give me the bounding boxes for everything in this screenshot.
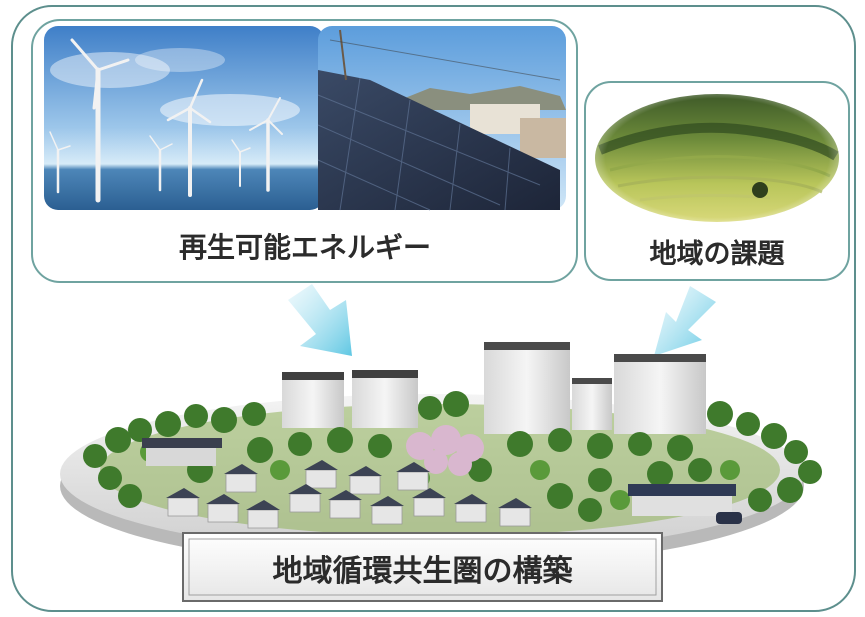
- regional-circular-ecosphere-label: 地域循環共生圏の構築: [272, 553, 573, 589]
- result-plaque: [182, 532, 663, 602]
- renewable-energy-label: 再生可能エネルギー: [178, 231, 431, 264]
- solar-panel-photo: [317, 26, 566, 211]
- terraced-field-photo: [593, 92, 841, 224]
- arrow-right: [654, 286, 716, 356]
- regional-issues-label: 地域の課題: [649, 238, 785, 270]
- outer-frame: [11, 5, 856, 612]
- wind-turbine-photo: [44, 26, 324, 210]
- arrow-left: [288, 284, 352, 356]
- community-illustration: [60, 342, 822, 568]
